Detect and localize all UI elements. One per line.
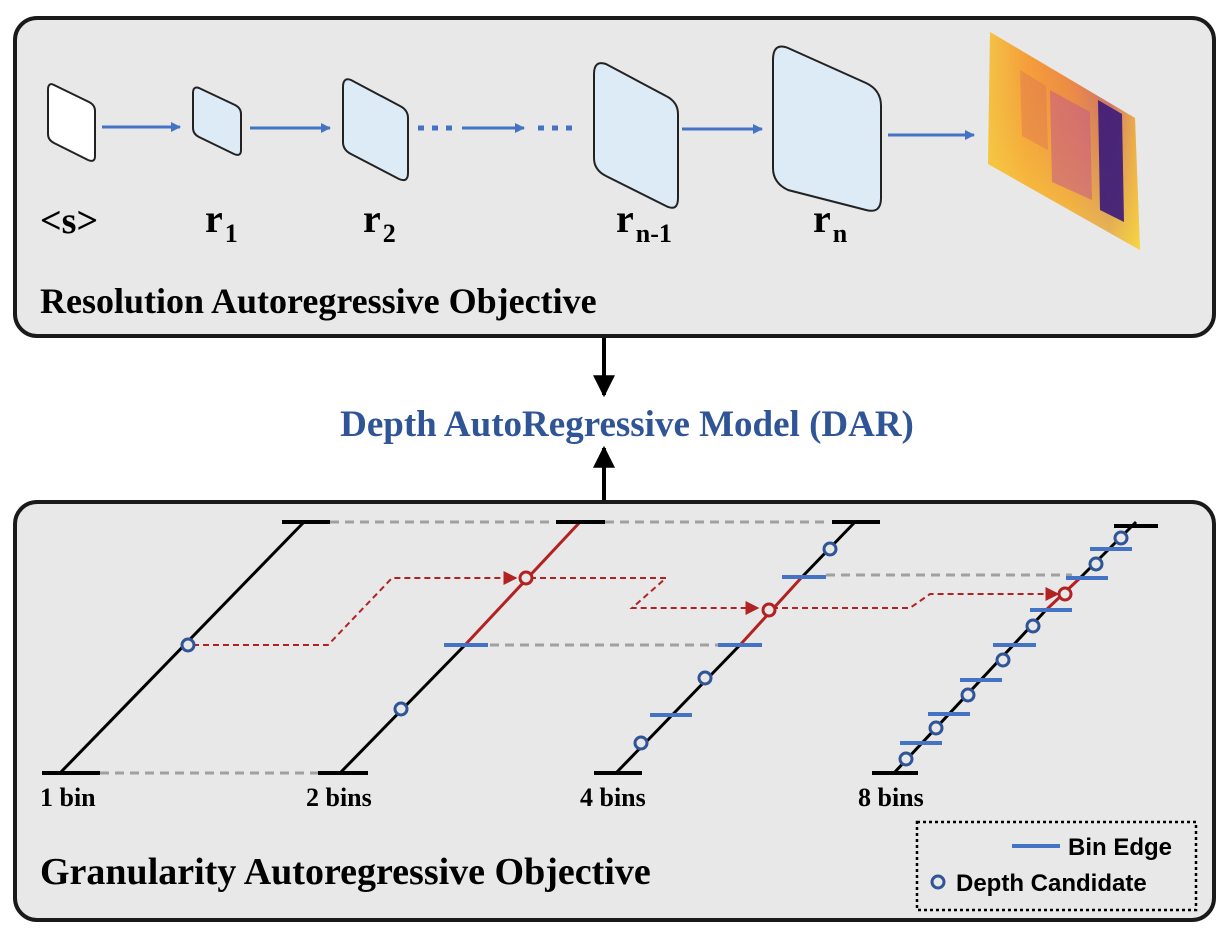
depth-candidate-marker <box>1113 530 1129 546</box>
depth-candidate-marker <box>180 637 196 653</box>
legend-box <box>915 820 1198 912</box>
depth-candidate-marker <box>960 687 976 703</box>
stage-4-bins: 4 bins <box>580 520 880 812</box>
selected-candidate-marker <box>761 602 777 618</box>
depth-candidate-marker <box>1025 618 1041 634</box>
bin-edge-legend-label: Bin Edge <box>1068 834 1172 861</box>
selected-candidate-marker <box>518 570 534 586</box>
resolution-panel: <s> r1 r2 rn-1 rn Resolution Autoregress… <box>13 16 1216 338</box>
stage-8-bins: 8 bins <box>858 520 1158 812</box>
bin-edges-8 <box>900 547 1132 745</box>
granularity-panel-box <box>13 500 1216 922</box>
depth-candidate-marker <box>697 670 713 686</box>
depth-candidate-marker <box>393 701 409 717</box>
stage-label: 2 bins <box>306 783 372 812</box>
depth-candidate-legend-icon <box>930 874 946 890</box>
stage-label: 8 bins <box>858 783 924 812</box>
selected-candidate-marker <box>1057 586 1073 602</box>
rn-1-label: rn-1 <box>616 196 672 248</box>
rn-1-token-block <box>593 62 679 209</box>
model-title: Depth AutoRegressive Model (DAR) <box>340 404 914 445</box>
stage-label: 4 bins <box>580 783 646 812</box>
r1-label: r1 <box>205 196 238 248</box>
depth-map-output <box>988 32 1140 250</box>
stage-label: 1 bin <box>40 783 96 812</box>
r1-token-block <box>192 86 242 156</box>
stage-1-bin: 1 bin <box>40 520 330 812</box>
depth-candidate-marker <box>995 652 1011 668</box>
stage-2-bins: 2 bins <box>306 520 605 812</box>
start-token-block <box>47 83 96 162</box>
resolution-objective-title: Resolution Autoregressive Objective <box>40 281 597 321</box>
depth-candidate-legend-label: Depth Candidate <box>956 870 1147 897</box>
depth-candidate-marker <box>898 751 914 767</box>
r2-token-block <box>342 78 409 182</box>
depth-candidate-marker <box>822 541 838 557</box>
rn-label: rn <box>813 196 848 248</box>
rn-token-block <box>772 45 882 212</box>
granularity-objective-title: Granularity Autoregressive Objective <box>40 851 651 893</box>
legend: Bin Edge Depth Candidate <box>915 820 1198 912</box>
r2-label: r2 <box>363 196 396 248</box>
depth-candidate-marker <box>633 735 649 751</box>
start-token-label: <s> <box>40 200 98 242</box>
depth-candidate-marker <box>1088 556 1104 572</box>
depth-candidate-marker <box>928 720 944 736</box>
red-path-arrows <box>193 571 1060 646</box>
granularity-panel: 1 bin 2 bins 4 bins <box>13 500 1216 922</box>
dashed-connectors <box>100 520 1072 775</box>
